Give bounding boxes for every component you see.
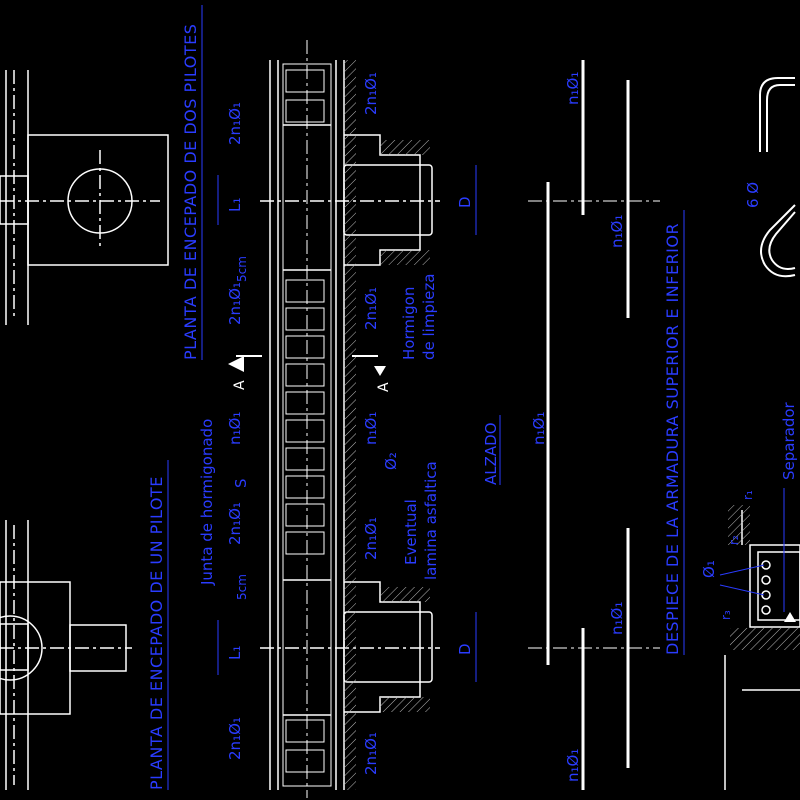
label-2n1phi1-top-left: 2n₁Ø₁ (226, 102, 244, 145)
label-2n1phi1-mid-right: 2n₁Ø₁ (362, 287, 380, 330)
label-lamina-asfaltica: lamina asfaltica (422, 461, 440, 580)
cross-section-hatch (728, 505, 800, 650)
elevation-axes (528, 200, 660, 649)
label-2n1phi1-bottom-left: 2n₁Ø₁ (226, 717, 244, 760)
label-2n1phi1-top-right: 2n₁Ø₁ (362, 72, 380, 115)
label-n1phi1-elev-bottom: n₁Ø₁ (564, 749, 582, 782)
title-despiece: DESPIECE DE LA ARMADURA SUPERIOR E INFER… (663, 223, 682, 655)
label-5cm-top: 5cm (235, 256, 249, 282)
dimension-d-lines (217, 165, 477, 682)
plan-one-pile-top-detail (0, 70, 169, 325)
label-d-bottom: D (456, 643, 474, 655)
title-plan-two-piles: PLANTA DE ENCEPADO DE DOS PILOTES (181, 24, 200, 360)
label-section-a-left: A (232, 380, 248, 390)
separador-marker (784, 612, 796, 622)
label-r1: r₁ (741, 490, 755, 500)
label-5cm-bottom: 5cm (235, 574, 249, 600)
label-n1phi1-elev-mid: n₁Ø₁ (530, 412, 548, 445)
rebar-hook-detail (759, 77, 796, 278)
label-l1-bottom: L₁ (226, 646, 244, 660)
section-leader-lines (719, 488, 785, 612)
label-section-a-right: A (376, 382, 392, 392)
label-phi2: Ø₂ (382, 452, 400, 470)
label-r3: r₃ (719, 610, 733, 620)
label-eventual: Eventual (402, 499, 420, 565)
label-2n1phi1-bottom-right: 2n₁Ø₁ (362, 732, 380, 775)
label-n1phi1-elev-top: n₁Ø₁ (564, 72, 582, 105)
label-n1phi1-left-mid: n₁Ø₁ (226, 412, 244, 445)
plan-one-pile-bottom-detail (0, 520, 132, 790)
cap-and-piles (343, 134, 433, 713)
stirrups-set (285, 69, 325, 773)
label-n1phi1-right-mid: n₁Ø₁ (362, 412, 380, 445)
label-junta-hormigonado: Junta de hormigonado (198, 419, 216, 586)
label-d-top: D (456, 196, 474, 208)
label-separador: Separador (780, 401, 798, 480)
label-2n1phi1-mid-left: 2n₁Ø₁ (226, 282, 244, 325)
label-2n1phi1-lower-left: 2n₁Ø₁ (226, 502, 244, 545)
hatched-soil (344, 60, 430, 790)
label-2n1phi1-lower-right: 2n₁Ø₁ (362, 517, 380, 560)
label-6phi: 6 Ø (744, 182, 762, 208)
label-s: S (232, 478, 250, 488)
title-plan-one-pile: PLANTA DE ENCEPADO DE UN PILOTE (147, 476, 166, 790)
label-n1phi1-elev-upper: n₁Ø₁ (608, 215, 626, 248)
label-hormigon: Hormigon (400, 287, 418, 360)
label-n1phi1-elev-lower: n₁Ø₁ (608, 602, 626, 635)
label-l1-top: L₁ (226, 198, 244, 212)
section-arrows (228, 355, 386, 376)
elevation-bars (546, 60, 630, 790)
label-limpieza: de limpieza (420, 274, 438, 360)
label-phi1-section: Ø₁ (700, 560, 718, 578)
beam-cross-section (724, 510, 800, 790)
title-alzado: ALZADO (482, 422, 500, 485)
beam-section (260, 40, 440, 798)
label-r2: r₂ (727, 535, 741, 545)
